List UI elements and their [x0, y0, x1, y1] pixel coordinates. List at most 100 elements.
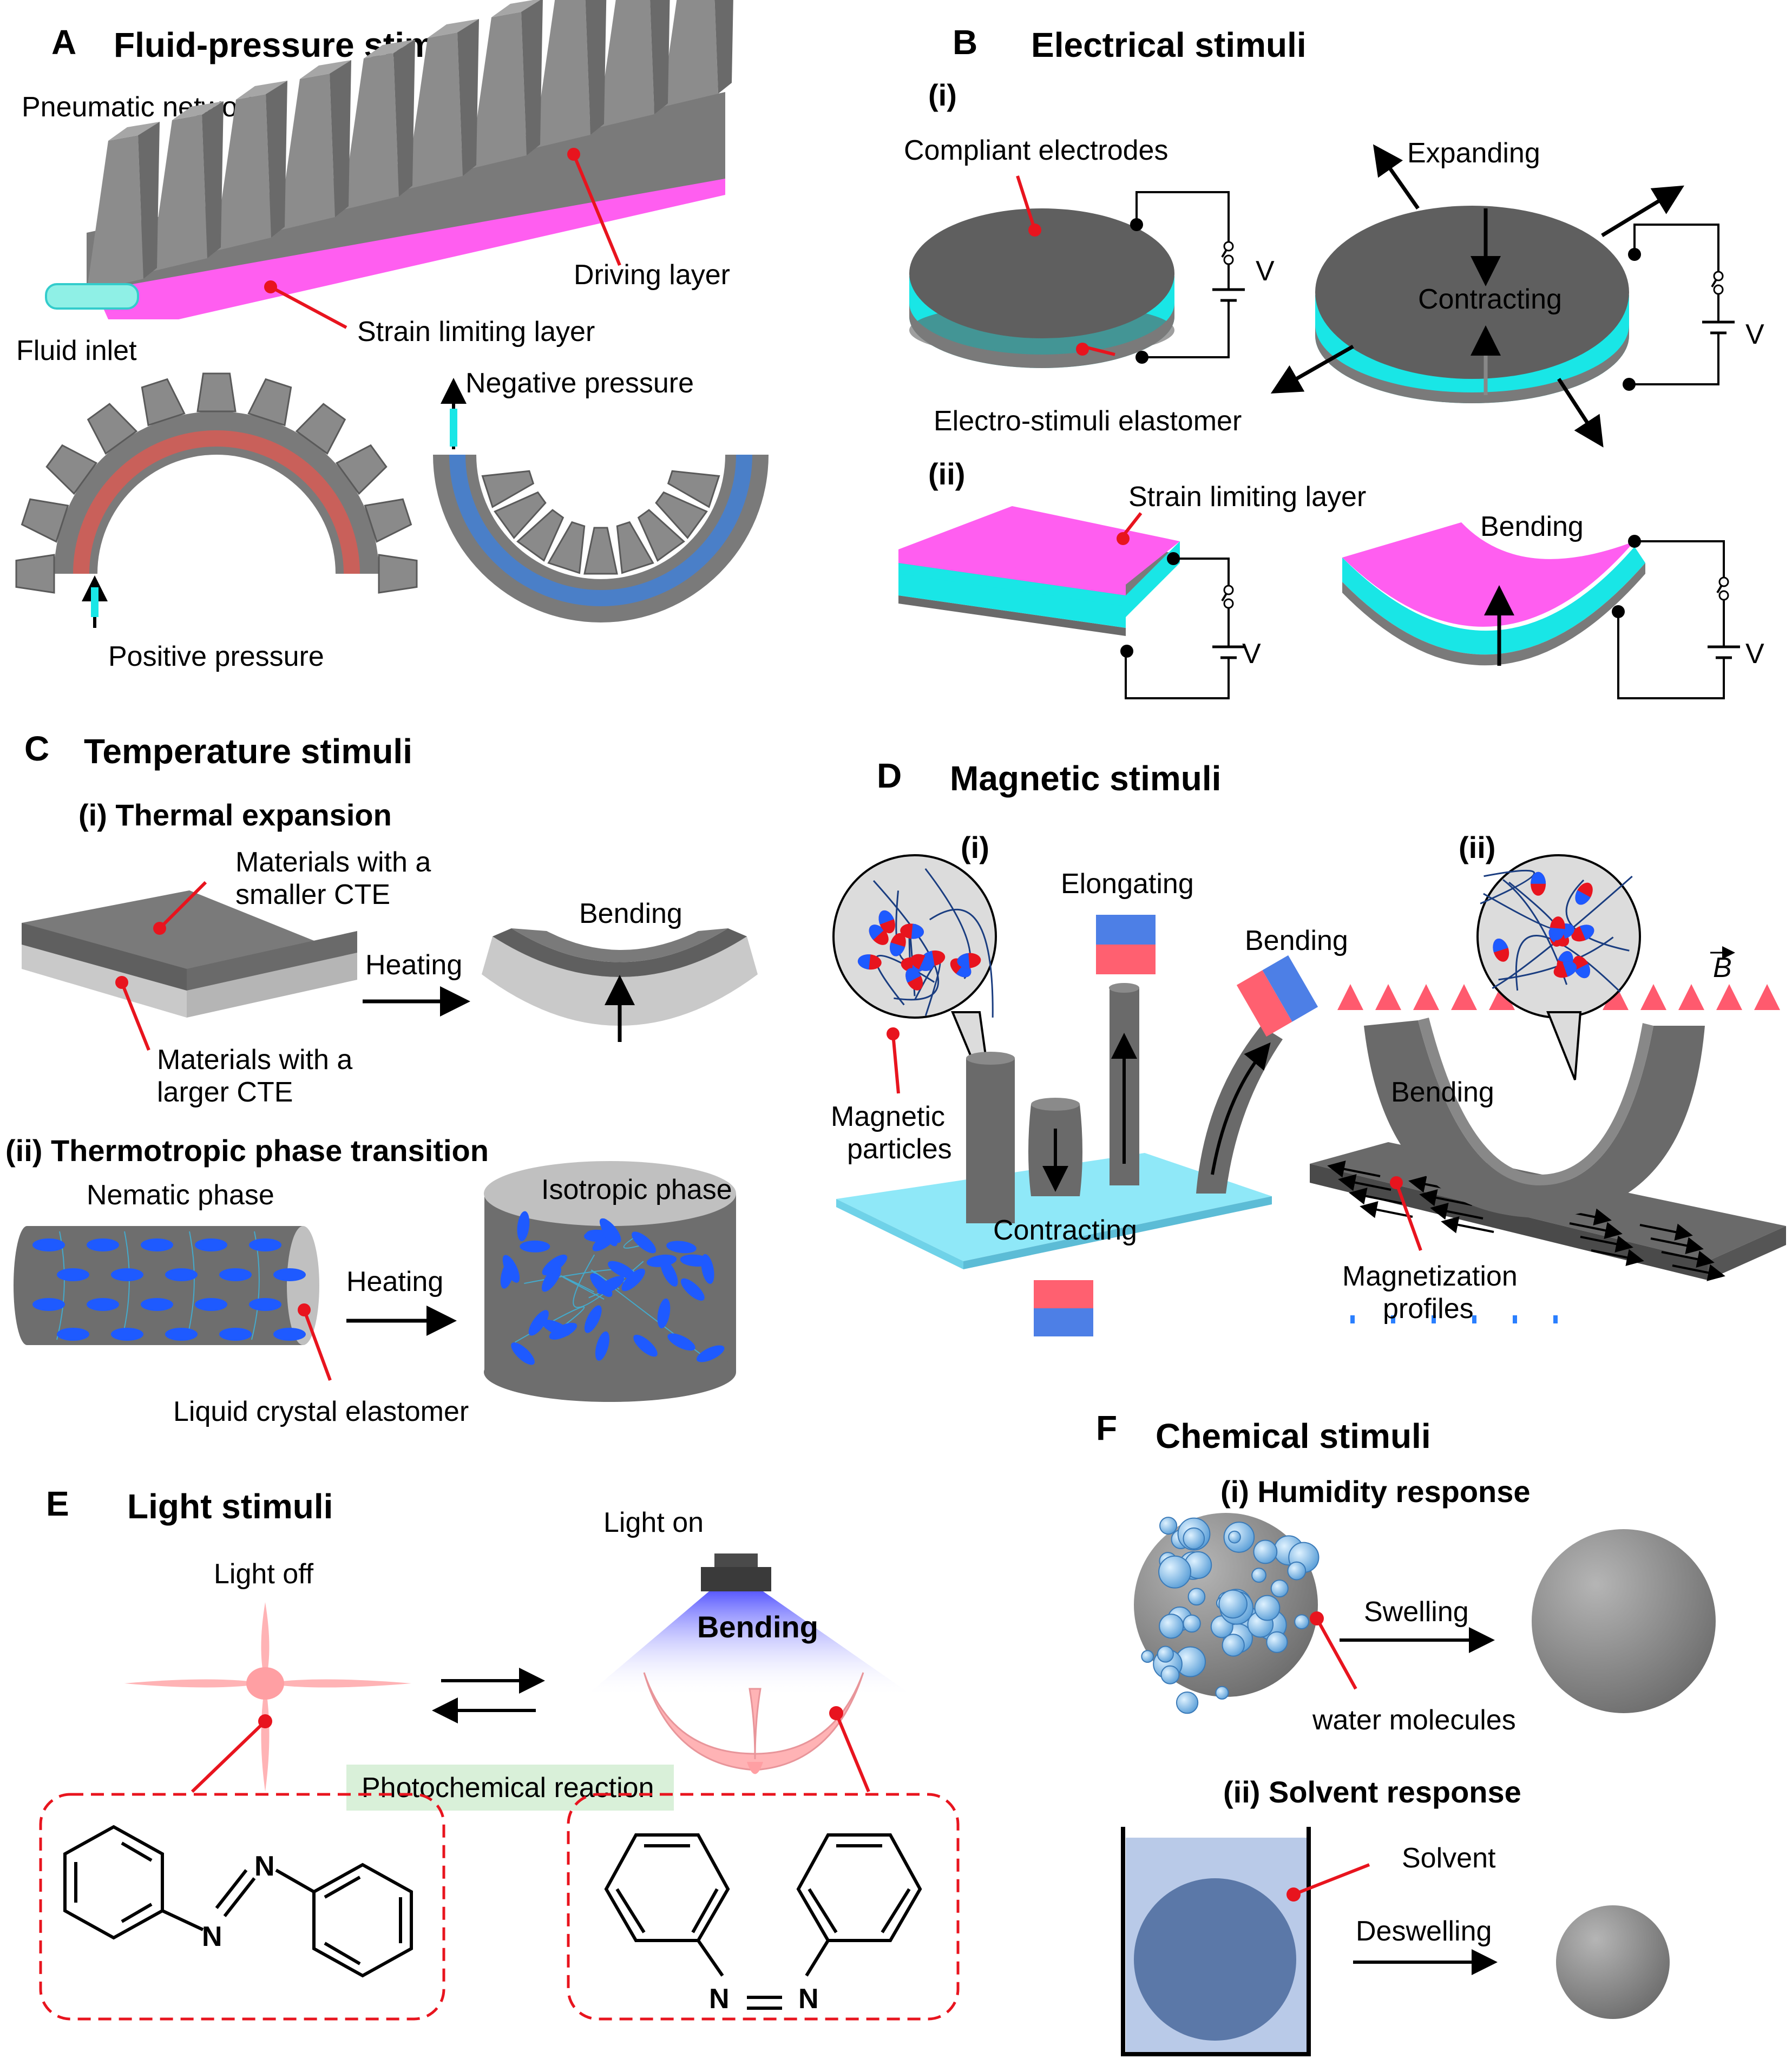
- larger-cte-pointer: [120, 981, 150, 1051]
- arc-inner-face: [1418, 1018, 1653, 1185]
- panel-e: E Light stimuli Light off Light on Bendi…: [39, 1484, 960, 2021]
- bending-label-d-ii: Bending: [1391, 1077, 1494, 1108]
- actuator-tooth: [655, 491, 708, 539]
- switch-node: [1713, 271, 1724, 281]
- mesogen: [32, 1298, 65, 1311]
- actuator-tooth: [547, 521, 586, 574]
- polymer-chain: [1480, 869, 1535, 904]
- magnetic-particle-half: [1531, 871, 1546, 884]
- circuit-wire-1c: [1142, 300, 1230, 358]
- circuit-wire-4c: [1617, 612, 1725, 699]
- water-molecule: [1294, 1614, 1310, 1630]
- voltage-label-4: V: [1745, 638, 1764, 670]
- lce-pointer: [303, 1309, 332, 1381]
- negative-pressure-label: Negative pressure: [465, 368, 694, 399]
- magnetized-strip-edge: [1708, 1226, 1786, 1280]
- panel-e-letter: E: [46, 1484, 69, 1523]
- magnetic-particle-half: [1575, 890, 1591, 905]
- mesogen: [633, 1334, 658, 1357]
- magnetic-particle-half: [1563, 961, 1577, 977]
- panel-d-sub-i: (i): [961, 830, 989, 864]
- magnet-elongating-red: [1096, 945, 1156, 974]
- chamber-top: [236, 81, 287, 100]
- mesogen: [646, 1254, 677, 1267]
- magnetization-arrow: [1672, 1264, 1725, 1281]
- compliant-electrodes-label: Compliant electrodes: [904, 135, 1168, 166]
- terminal-3b: [1120, 645, 1133, 658]
- water-pointer: [1315, 1617, 1357, 1690]
- magnetization-label-1: Magnetization: [1342, 1261, 1518, 1292]
- mesogen: [249, 1238, 281, 1251]
- mesogen: [87, 1238, 119, 1251]
- chamber-top: [172, 101, 224, 120]
- water-molecule: [1183, 1527, 1205, 1550]
- water-molecule: [1176, 1691, 1199, 1714]
- smaller-cte-dot: [153, 922, 166, 935]
- platform-edge: [963, 1196, 1272, 1269]
- azo-trans-dot: [258, 1714, 272, 1728]
- magnetic-particle-half: [857, 954, 871, 970]
- smaller-cte-label-2: smaller CTE: [235, 879, 390, 910]
- actuator-tooth: [583, 527, 618, 575]
- bent-magnetic-arc: [1364, 1020, 1705, 1218]
- actuator-tooth: [516, 509, 564, 562]
- pneumatic-network-label: Pneumatic network: [22, 91, 261, 123]
- actuator-tooth: [141, 378, 186, 427]
- contracting-label-d: Contracting: [993, 1215, 1137, 1246]
- mesogen: [87, 1298, 119, 1311]
- panel-a-title: Fluid-pressure stimuli: [114, 25, 476, 64]
- water-molecule: [1183, 1614, 1201, 1633]
- chamber-side: [650, 0, 670, 114]
- positive-inlet: [91, 587, 99, 617]
- panel-b: B Electrical stimuli (i) Compliant elect…: [898, 23, 1764, 699]
- actuator-tooth: [335, 444, 388, 495]
- mesogen: [657, 1298, 671, 1329]
- chamber-top: [491, 0, 541, 17]
- switch-node: [1223, 254, 1234, 265]
- switch-node: [1223, 241, 1234, 252]
- water-molecule: [1253, 1539, 1278, 1564]
- field-dot: [1391, 1315, 1395, 1323]
- field-dot: [1350, 1315, 1355, 1323]
- chamber-side: [585, 0, 607, 135]
- polymer-chain: [872, 880, 939, 1001]
- panel-b-title: Electrical stimuli: [1031, 25, 1307, 64]
- magnetic-particle-half: [911, 923, 924, 939]
- panel-c-sub-ii: (ii) Thermotropic phase transition: [5, 1133, 489, 1168]
- elongating-label: Elongating: [1061, 868, 1194, 900]
- expanding-arrow-3: [1270, 344, 1354, 394]
- panel-f-sub-i: (i) Humidity response: [1220, 1474, 1531, 1509]
- expanding-label: Expanding: [1407, 137, 1540, 169]
- panel-c-title: Temperature stimuli: [84, 732, 412, 771]
- mesogen: [590, 1273, 613, 1297]
- magnetization-arrow: [1349, 1188, 1402, 1205]
- panel-d-letter: D: [877, 756, 902, 795]
- isotropic-label: Isotropic phase: [541, 1174, 732, 1205]
- bending-label-b: Bending: [1480, 511, 1584, 542]
- trans-n1-label: N: [202, 1921, 222, 1952]
- expanding-arrow-2: [1601, 185, 1684, 237]
- actuator-tooth: [295, 403, 346, 455]
- mesogen: [608, 1261, 635, 1279]
- magnetic-particles-zoom-ii: [1476, 854, 1641, 1019]
- mesogen: [600, 1218, 618, 1247]
- switch-node: [1718, 576, 1729, 587]
- magnetic-particle-half: [1550, 927, 1565, 940]
- water-molecule: [1251, 1568, 1266, 1583]
- chamber-top: [300, 60, 351, 79]
- mesogen: [584, 1305, 602, 1333]
- mag-pillar-bending: [1196, 1026, 1283, 1194]
- magnetization-arrow: [1661, 1250, 1715, 1268]
- magnetic-particle-half: [869, 925, 884, 940]
- mesogen: [517, 1211, 530, 1242]
- voltage-label-1: V: [1256, 255, 1275, 287]
- switch-node: [1223, 598, 1234, 609]
- swelling-label: Swelling: [1364, 1596, 1469, 1628]
- panel-d: D Magnetic stimuli (i) (ii) Elongating B…: [831, 756, 1786, 1336]
- pneumatic-chambers: [87, 0, 733, 292]
- mesogen: [666, 1241, 697, 1254]
- eap-bilayer-bent: [1342, 522, 1645, 666]
- chamber-face: [150, 115, 207, 272]
- strain-limiting-dot: [264, 280, 277, 293]
- azo-cis-dot: [829, 1706, 843, 1720]
